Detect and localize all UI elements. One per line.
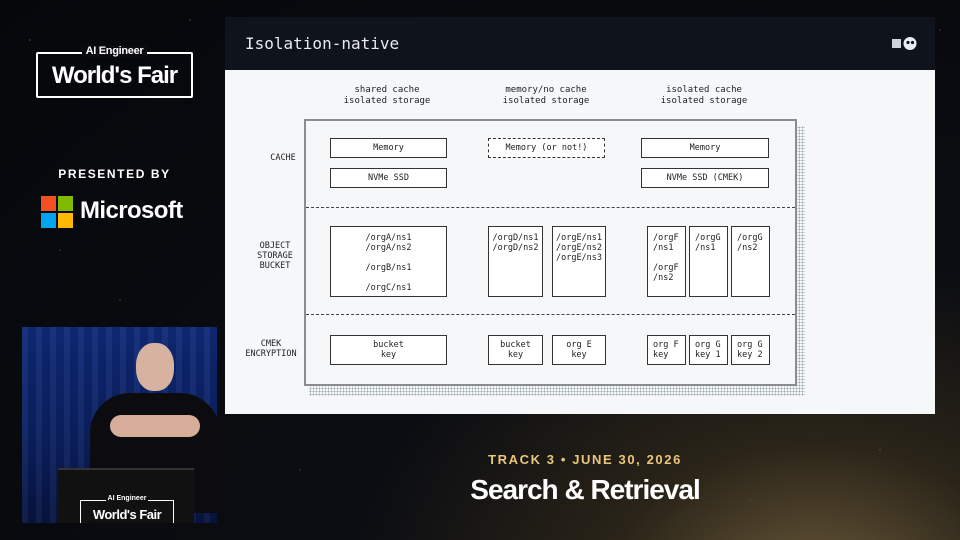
presentation-slide: Isolation-native shared cache isolated s…: [225, 17, 935, 414]
presenter-logo-icon: [892, 37, 917, 50]
slide-header: Isolation-native: [225, 17, 935, 70]
org-f-bucket-box: /orgF /ns1 /orgF /ns2: [647, 226, 686, 297]
org-d-bucket-key-box: bucket key: [488, 335, 543, 365]
presented-by-label: PRESENTED BY: [58, 167, 171, 181]
shared-memory-box: Memory: [330, 138, 447, 158]
event-logo-main-text: World's Fair: [51, 62, 178, 89]
column-header-isolated: isolated cache isolated storage: [660, 85, 748, 106]
optional-memory-box: Memory (or not!): [488, 138, 605, 158]
podium-logo-small-text: AI Engineer: [105, 495, 149, 502]
speaker-head: [136, 343, 174, 391]
isolated-memory-box: Memory: [641, 138, 769, 158]
row-label-cache: CACHE: [270, 153, 296, 163]
podium: AI Engineer World's Fair: [58, 468, 194, 523]
org-e-bucket-box: /orgE/ns1 /orgE/ns2 /orgE/ns3: [552, 226, 606, 297]
row-label-object-storage: OBJECT STORAGE BUCKET: [257, 241, 293, 271]
divider-storage-cmek: [306, 314, 795, 315]
sponsor-name: Microsoft: [80, 197, 183, 224]
track-title: Search & Retrieval: [470, 474, 700, 505]
row-label-cmek: CMEK ENCRYPTION: [245, 339, 297, 359]
microsoft-logo-icon: [41, 196, 73, 228]
org-d-bucket-box: /orgD/ns1 /orgD/ns2: [488, 226, 543, 297]
track-line: TRACK 3 • JUNE 30, 2026: [488, 452, 682, 467]
podium-logo-main-text: World's Fair: [92, 507, 162, 522]
event-logo: AI Engineer World's Fair: [36, 45, 193, 98]
isolated-nvme-box: NVMe SSD (CMEK): [641, 168, 769, 188]
column-header-shared: shared cache isolated storage: [343, 85, 431, 106]
divider-cache-storage: [306, 207, 795, 208]
org-g-ns1-bucket-box: /orgG /ns1: [689, 226, 728, 297]
org-e-key-box: org E key: [552, 335, 606, 365]
podium-logo: AI Engineer World's Fair: [80, 495, 174, 523]
org-g-key2-box: org G key 2: [731, 335, 770, 365]
slide-title: Isolation-native: [245, 34, 400, 53]
shared-bucket-box: /orgA/ns1 /orgA/ns2 /orgB/ns1 /orgC/ns1: [330, 226, 447, 297]
org-f-key-box: org F key: [647, 335, 686, 365]
event-logo-small-text: AI Engineer: [81, 45, 148, 57]
org-g-ns2-bucket-box: /orgG /ns2: [731, 226, 770, 297]
column-header-memory: memory/no cache isolated storage: [502, 85, 590, 106]
org-g-key1-box: org G key 1: [689, 335, 728, 365]
speaker-video: AI Engineer World's Fair: [22, 327, 217, 523]
shared-bucket-key-box: bucket key: [330, 335, 447, 365]
shared-nvme-box: NVMe SSD: [330, 168, 447, 188]
speaker-hands: [110, 415, 200, 437]
